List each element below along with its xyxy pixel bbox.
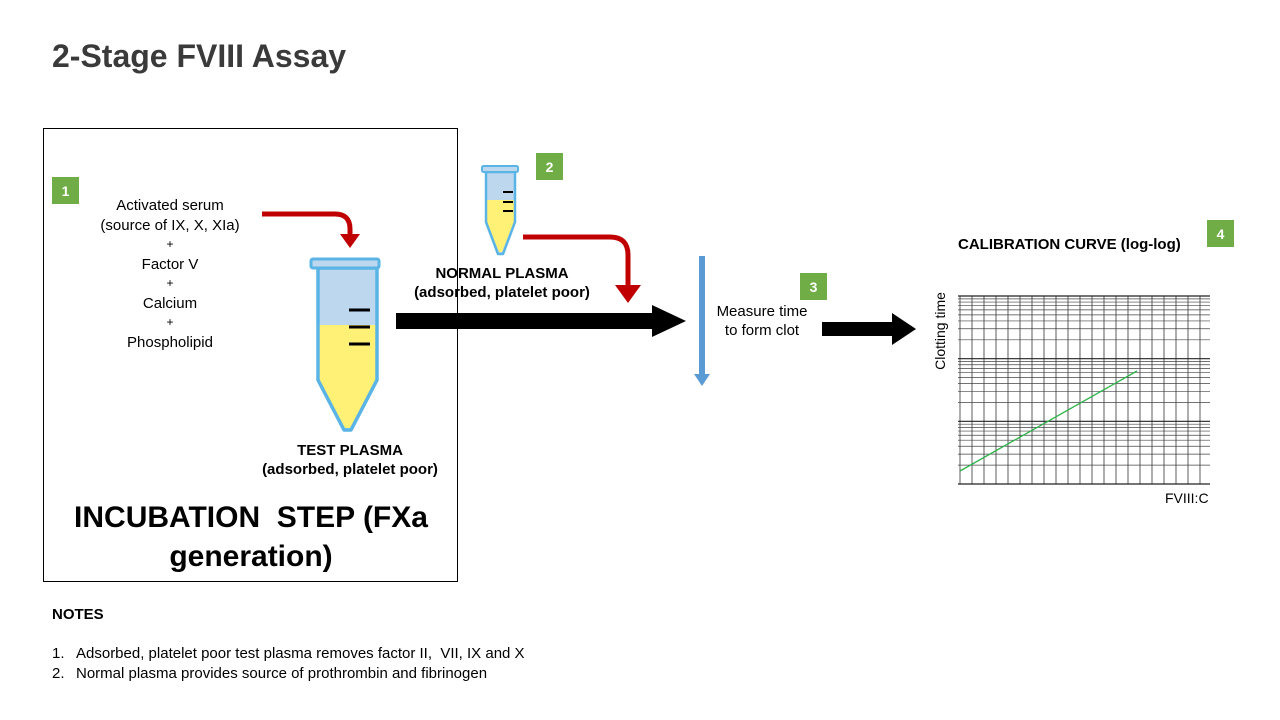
- note-number: 1.: [52, 645, 65, 662]
- measure-time-label: Measure time to form clot: [708, 302, 816, 340]
- incubation-step-box: [43, 128, 458, 582]
- page-title: 2-Stage FVIII Assay: [52, 38, 347, 74]
- step-4-badge: 4: [1207, 220, 1234, 247]
- plus-sign: +: [166, 237, 174, 251]
- test-plasma-label: TEST PLASMA (adsorbed, platelet poor): [250, 441, 450, 479]
- step-3-badge: 3: [800, 273, 827, 300]
- test-plasma-subtitle: (adsorbed, platelet poor): [262, 461, 438, 478]
- clot-timeline-arrow: [694, 256, 710, 386]
- incubation-step-label-line1: INCUBATION STEP (FXa: [74, 501, 428, 534]
- normal-plasma-title: NORMAL PLASMA: [435, 265, 569, 282]
- step-1-badge: 1: [52, 177, 79, 204]
- note-number: 2.: [52, 664, 65, 682]
- main-flow-arrow: [396, 305, 686, 337]
- plus-sign: +: [166, 276, 174, 290]
- reagent-line: Calcium: [142, 294, 198, 312]
- calibration-curve-line: [959, 370, 1138, 472]
- calibration-title: CALIBRATION CURVE (log-log): [958, 236, 1181, 253]
- normal-plasma-label: NORMAL PLASMA (adsorbed, platelet poor): [402, 264, 602, 302]
- to-calibration-arrow: [822, 313, 916, 345]
- reagent-line: Phospholipid: [127, 333, 213, 351]
- reagent-line: Activated serum: [116, 197, 224, 214]
- incubation-step-label: INCUBATION STEP (FXa generation): [46, 498, 456, 576]
- calibration-graph: [958, 295, 1210, 485]
- note-item: 2. Normal plasma provides source of prot…: [52, 664, 525, 684]
- measure-line2: to form clot: [724, 322, 800, 339]
- reagent-to-tube-arrow: [262, 211, 360, 248]
- note-text: Normal plasma provides source of prothro…: [76, 664, 488, 682]
- normal-plasma-tube-icon: [481, 165, 519, 256]
- calibration-y-axis-label: Clotting time: [932, 292, 948, 370]
- test-plasma-title: TEST PLASMA: [297, 442, 403, 459]
- notes-list: 1. Adsorbed, platelet poor test plasma r…: [52, 644, 525, 683]
- reagent-line: Factor V: [141, 255, 199, 273]
- notes-heading: NOTES: [52, 606, 104, 623]
- reagent-line: (source of IX, X, XIa): [100, 216, 240, 234]
- incubation-step-label-line2: generation): [169, 540, 333, 573]
- note-item: 1. Adsorbed, platelet poor test plasma r…: [52, 644, 525, 664]
- calibration-x-axis-label: FVIII:C: [1165, 490, 1209, 506]
- reagent-list: Activated serum (source of IX, X, XIa) +…: [70, 196, 270, 352]
- normal-plasma-arrow: [523, 234, 641, 303]
- step-2-badge: 2: [536, 153, 563, 180]
- measure-line1: Measure time: [716, 303, 808, 320]
- normal-plasma-subtitle: (adsorbed, platelet poor): [414, 284, 590, 301]
- test-plasma-tube-icon: [309, 257, 381, 432]
- note-text: Adsorbed, platelet poor test plasma remo…: [76, 645, 525, 662]
- plus-sign: +: [166, 315, 174, 329]
